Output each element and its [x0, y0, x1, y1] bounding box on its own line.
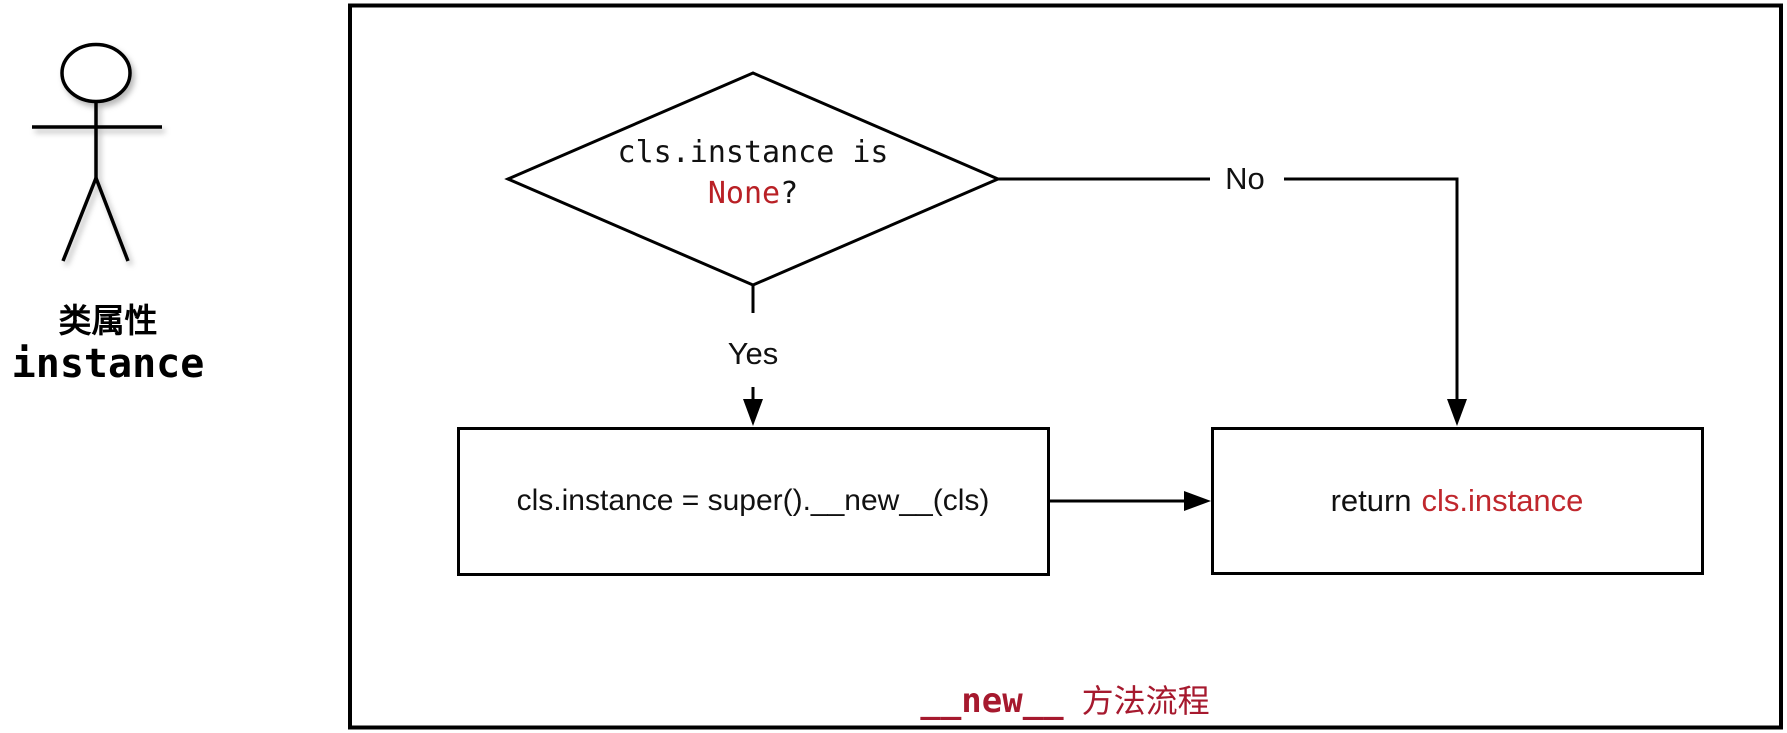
actor-name-line1: 类属性: [58, 302, 158, 339]
decision-line1: cls.instance is: [617, 135, 889, 170]
process-to-return-arrowhead: [1184, 491, 1211, 511]
process-box-label: cls.instance = super().__new__(cls): [516, 484, 990, 517]
return-highlight: cls.instance: [1421, 482, 1584, 518]
stick-figure-head: [60, 42, 132, 104]
no-arrowhead: [1447, 399, 1467, 426]
actor-label: 类属性 instance: [2, 301, 214, 387]
yes-arrowhead: [743, 399, 763, 426]
decision-suffix: ?: [780, 176, 799, 211]
yes-branch-label: Yes: [727, 336, 779, 371]
decision-line2: None?: [503, 173, 1003, 214]
return-keyword: return: [1330, 482, 1412, 518]
caption-text: 方法流程: [1081, 683, 1210, 719]
no-branch-label: No: [1225, 161, 1265, 196]
stick-figure-icon: [32, 42, 162, 262]
actor-name-line2: instance: [11, 341, 205, 387]
stick-figure-leg-left: [61, 177, 98, 262]
decision-highlight: None: [707, 176, 781, 211]
stick-figure-leg-right: [94, 177, 130, 262]
process-box-shape: [457, 427, 1050, 576]
return-box-shape: [1211, 427, 1704, 575]
diagram-caption: __new__ 方法流程: [765, 676, 1365, 721]
flowchart-border: [348, 3, 1783, 730]
caption-code: __new__: [920, 681, 1064, 721]
decision-label: cls.instance is None?: [503, 132, 1003, 214]
